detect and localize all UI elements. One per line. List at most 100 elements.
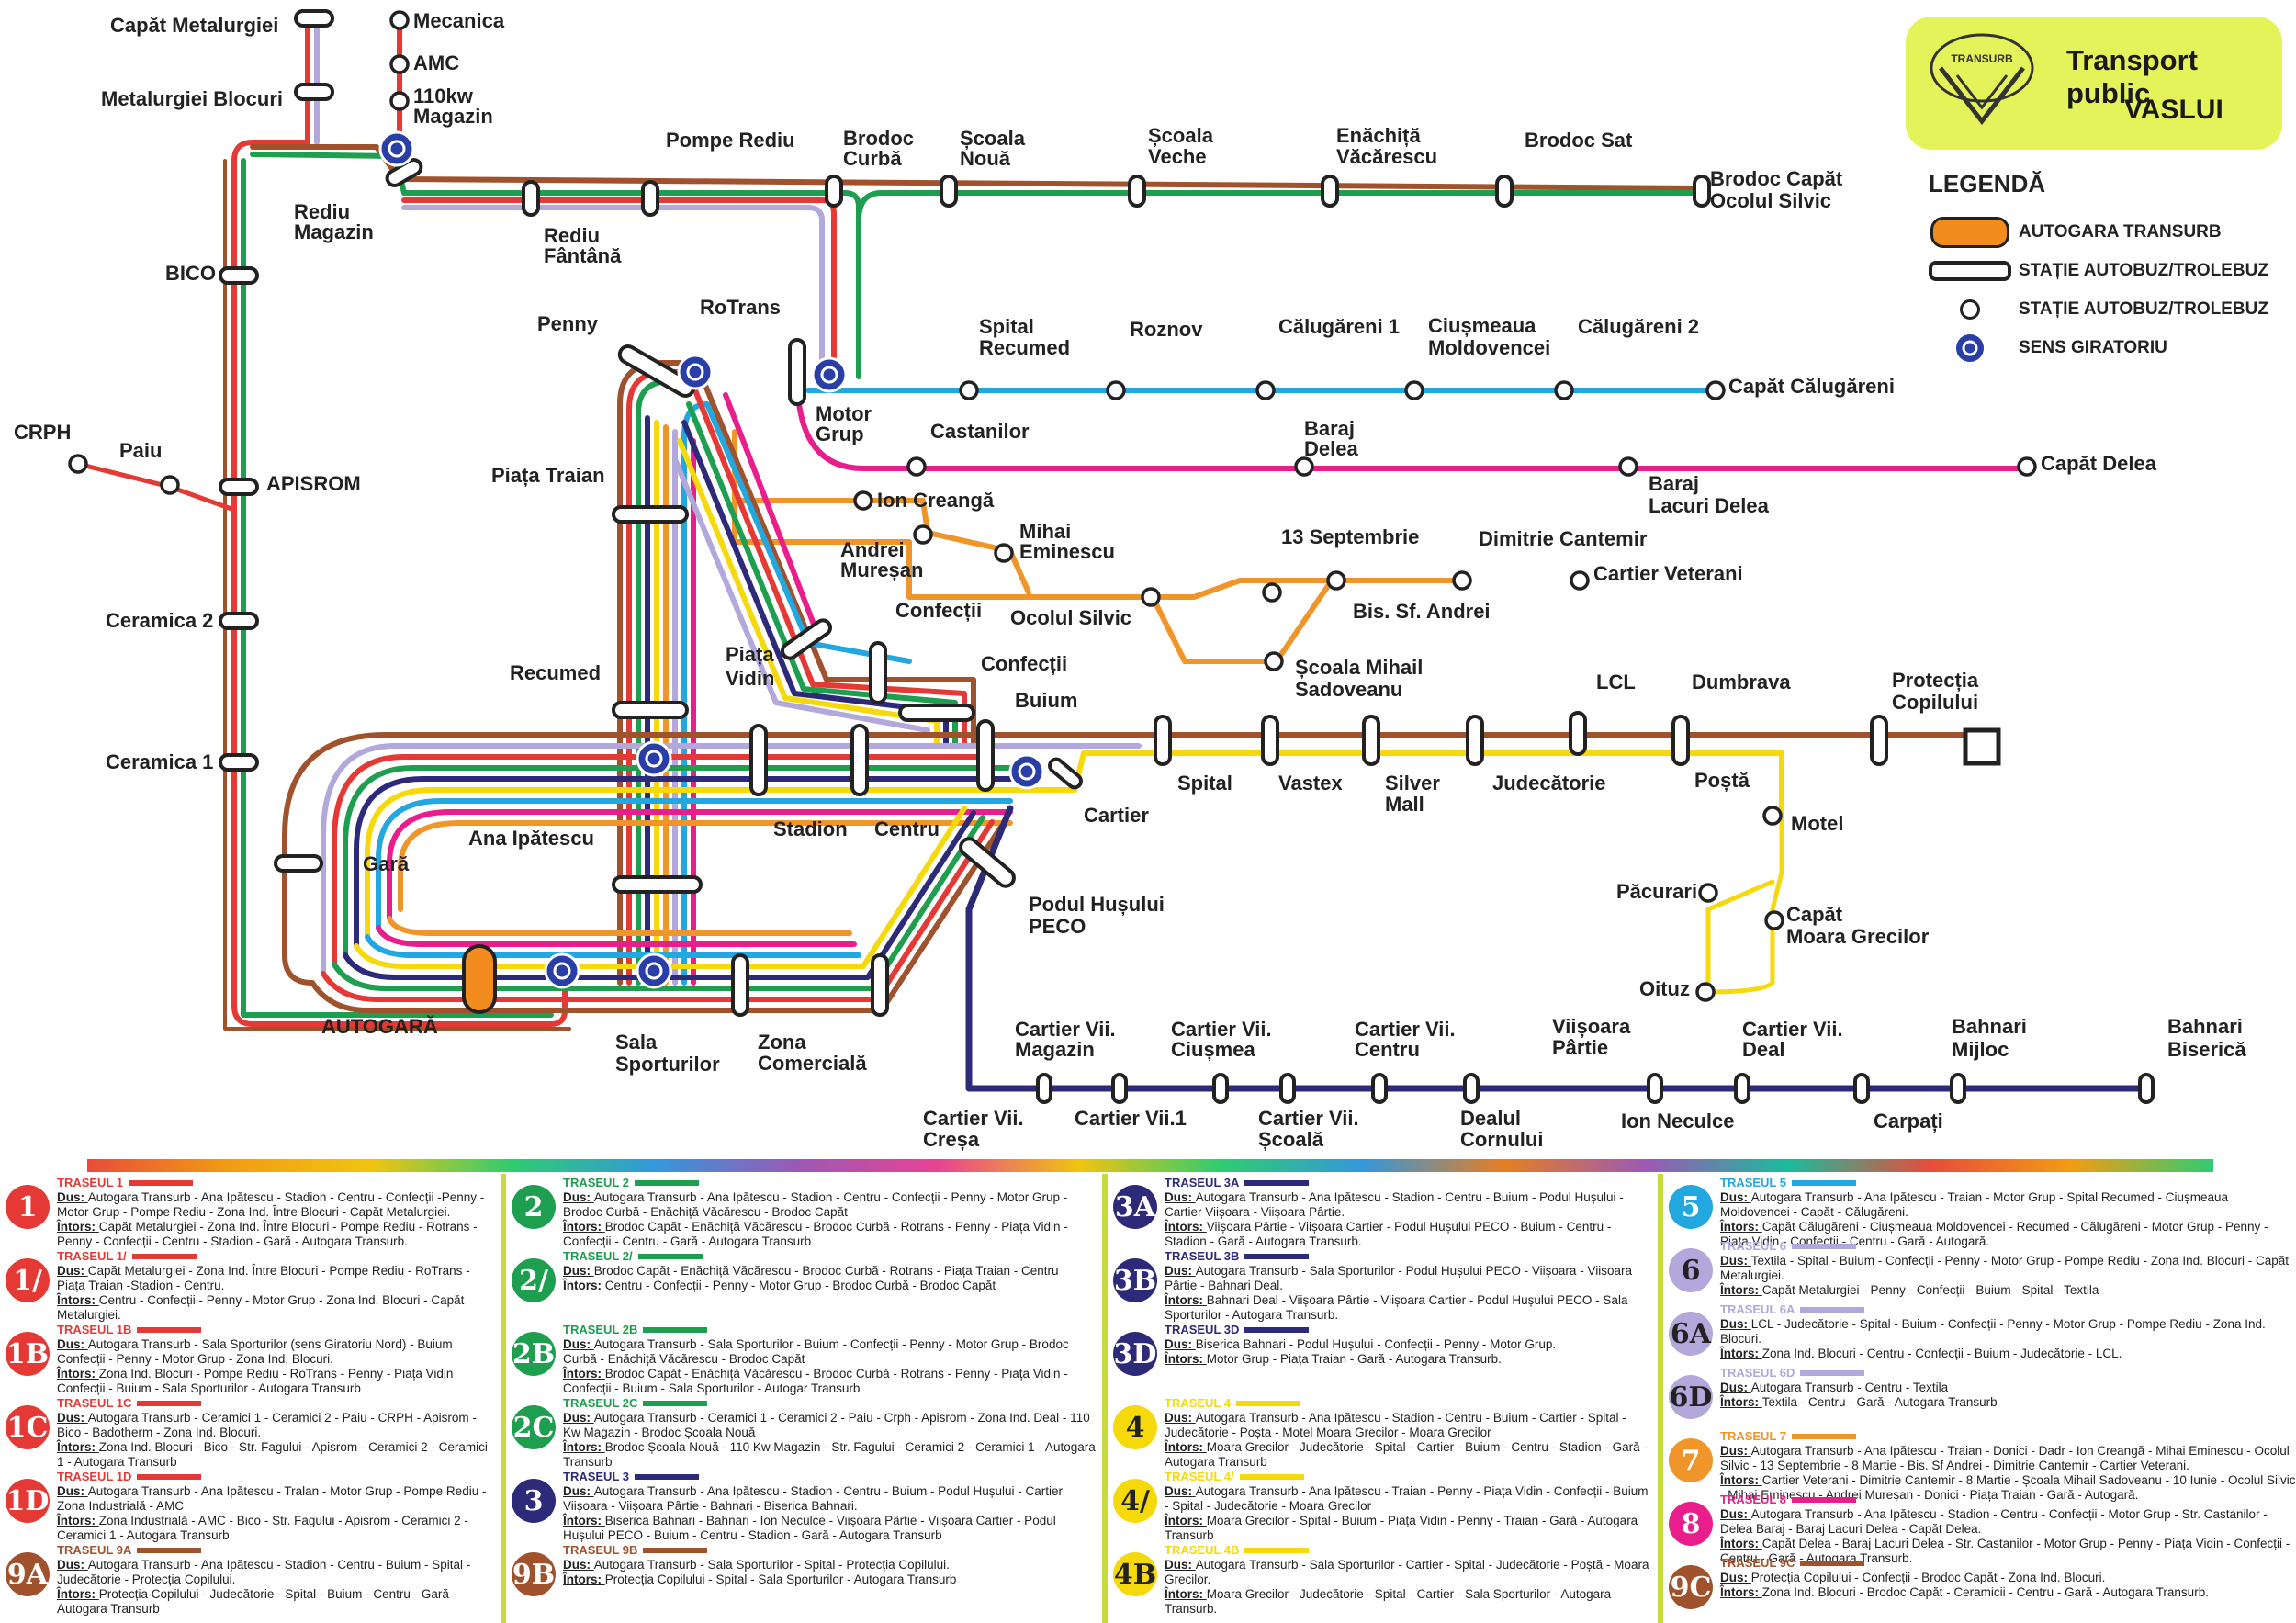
station-brodoc-curba[interactable] [825,175,843,208]
station-zona-comerciala[interactable] [871,953,889,1017]
station-posta[interactable] [1671,715,1690,766]
station-ocolul-silvic[interactable] [1141,587,1161,607]
station-cartier-veterani[interactable] [1570,570,1590,591]
station-vastex[interactable] [1261,715,1279,766]
station-oituz[interactable] [1695,982,1716,1002]
station-110kw[interactable] [389,91,410,111]
station-cv-ciusmea[interactable] [1212,1073,1229,1104]
station-piata-traian[interactable] [612,505,689,524]
station-bico[interactable] [219,266,259,285]
station-ciusmeaua[interactable] [1404,380,1424,400]
station-capat-delea[interactable] [2017,456,2037,477]
station-capat-calugareni[interactable] [1705,380,1726,400]
station-scoala-sadoveanu[interactable] [1264,651,1284,671]
station-rediu-fantana[interactable] [522,180,540,217]
station-roznov[interactable] [1106,380,1126,400]
station-motel[interactable] [1762,806,1783,826]
station-andrei-muresan[interactable] [913,524,933,545]
station-spital[interactable] [1154,715,1172,766]
station-podul-husului[interactable] [957,836,1017,890]
station-recumed[interactable] [612,701,689,719]
station-cartier[interactable] [1047,757,1084,790]
station-calugareni1[interactable] [1255,380,1276,400]
station-metalurgiei-blocuri[interactable] [294,83,334,101]
station-carpati[interactable] [1853,1073,1870,1104]
station-brodoc-capat[interactable] [1693,175,1711,208]
station-piata-vidin[interactable] [780,617,833,661]
station-confectii-1[interactable] [869,641,887,704]
station-ion-creanga[interactable] [853,490,873,511]
station-baraj-delea[interactable] [1294,456,1314,477]
station-dealul-cornului[interactable] [1463,1073,1480,1104]
station-13-septembrie[interactable] [1262,582,1282,603]
station-scoala-veche[interactable] [1128,175,1146,208]
station-autogara[interactable] [462,944,497,1014]
station-pompe-rediu[interactable] [641,180,659,217]
station-penny[interactable] [617,344,697,400]
station-dimitrie-cantemir[interactable] [1452,570,1472,591]
station-cv-centru[interactable] [1371,1073,1388,1104]
station-sala-sporturilor[interactable] [731,953,749,1017]
station-apisrom[interactable] [219,478,259,496]
station-cv-deal[interactable] [1734,1073,1750,1104]
station-confectii-2[interactable] [898,704,975,722]
station-spital-recumed[interactable] [959,380,979,400]
station-castanilor[interactable] [906,456,927,477]
station-brodoc-sat[interactable] [1495,175,1514,208]
station-scoala-noua[interactable] [940,175,958,208]
station-stadion[interactable] [749,724,768,796]
station-enachita[interactable] [1321,175,1339,208]
station-mecanica[interactable] [389,10,410,30]
station-ana-ipatescu[interactable] [612,875,703,894]
station-judecatorie[interactable] [1466,715,1484,766]
station-ceramica1[interactable] [219,753,259,772]
station-crph[interactable] [68,454,88,474]
station-ion-neculce[interactable] [1647,1073,1663,1104]
station-amc[interactable] [389,54,410,74]
station-baraj-lacuri[interactable] [1618,456,1638,477]
station-centru[interactable] [850,724,869,796]
route-entry[interactable]: 2/TRASEUL 2/Dus: Brodoc Capăt - Enăchiță… [506,1249,1103,1323]
station-silver-mall[interactable] [1362,715,1380,766]
station-calugareni2[interactable] [1554,380,1574,400]
station-bahnari-biserica[interactable] [2138,1073,2155,1104]
station-pacurari[interactable] [1698,883,1718,903]
station-protectia[interactable] [1870,715,1888,766]
station-bis-sf-andrei[interactable] [1326,570,1346,591]
route-entry[interactable]: 1/TRASEUL 1/Dus: Capăt Metalurgiei - Zon… [0,1249,496,1323]
station-paiu[interactable] [160,475,180,495]
station-rotrans[interactable] [788,338,806,406]
station-bahnari-mijloc[interactable] [1950,1073,1966,1104]
station-capat-moara[interactable] [1764,910,1784,930]
station-mihai-eminescu[interactable] [994,543,1014,563]
station-cv-scoala[interactable] [1279,1073,1296,1104]
route-entry[interactable]: 4/TRASEUL 4/Dus: Autogara Transurb - Ana… [1108,1470,1659,1543]
station-ceramica2[interactable] [219,612,259,630]
station-lcl[interactable] [1569,711,1587,756]
station-capat-metalurgiei[interactable] [294,9,334,28]
station-cv-1[interactable] [1111,1073,1128,1104]
station-gara[interactable] [274,854,323,873]
station-buium[interactable] [976,719,995,792]
